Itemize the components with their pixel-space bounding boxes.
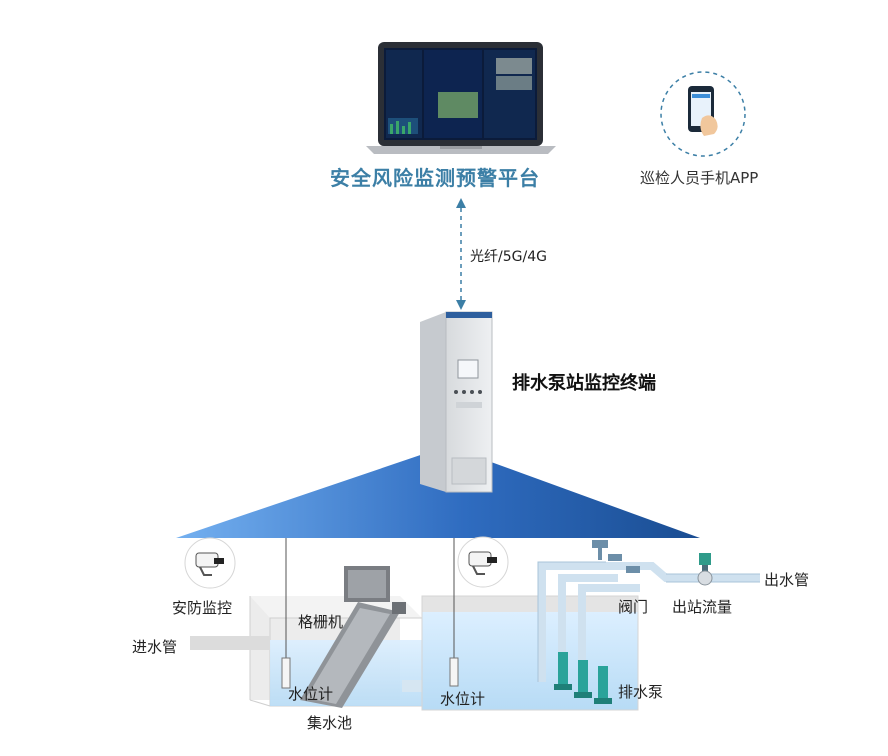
valve-label: 阀门: [618, 598, 649, 616]
mobile-app-illustration: [660, 71, 746, 157]
pump-label: 排水泵: [618, 683, 664, 701]
flow-meter-icon: [697, 553, 713, 586]
coverage-fan: [176, 446, 700, 538]
screen-machine: [300, 566, 406, 708]
link-label: 光纤/5G/4G: [470, 249, 547, 265]
security-label: 安防监控: [172, 599, 233, 617]
flow-label: 出站流量: [672, 598, 733, 616]
pool-label: 集水池: [307, 714, 353, 732]
mobile-app-label: 巡检人员手机APP: [640, 169, 759, 187]
screen-machine-label: 格栅机: [298, 613, 344, 631]
terminal-label: 排水泵站监控终端: [512, 373, 656, 394]
camera-icon-2: [457, 536, 509, 588]
pump-pipework-outline: [537, 561, 760, 682]
inlet-label: 进水管: [132, 638, 178, 656]
camera-icon: [184, 537, 236, 589]
terminal-cabinet: [420, 311, 493, 493]
link-connector: [456, 198, 466, 310]
level-meter-label-2: 水位计: [440, 690, 486, 708]
pump-icon: [554, 652, 612, 704]
laptop-illustration: [366, 42, 556, 154]
valve-icon: [592, 540, 640, 573]
platform-title: 安全风险监测预警平台: [330, 166, 540, 190]
level-meter-label-1: 水位计: [288, 685, 334, 703]
inlet-pipe: [190, 636, 270, 650]
outlet-label: 出水管: [764, 571, 810, 589]
